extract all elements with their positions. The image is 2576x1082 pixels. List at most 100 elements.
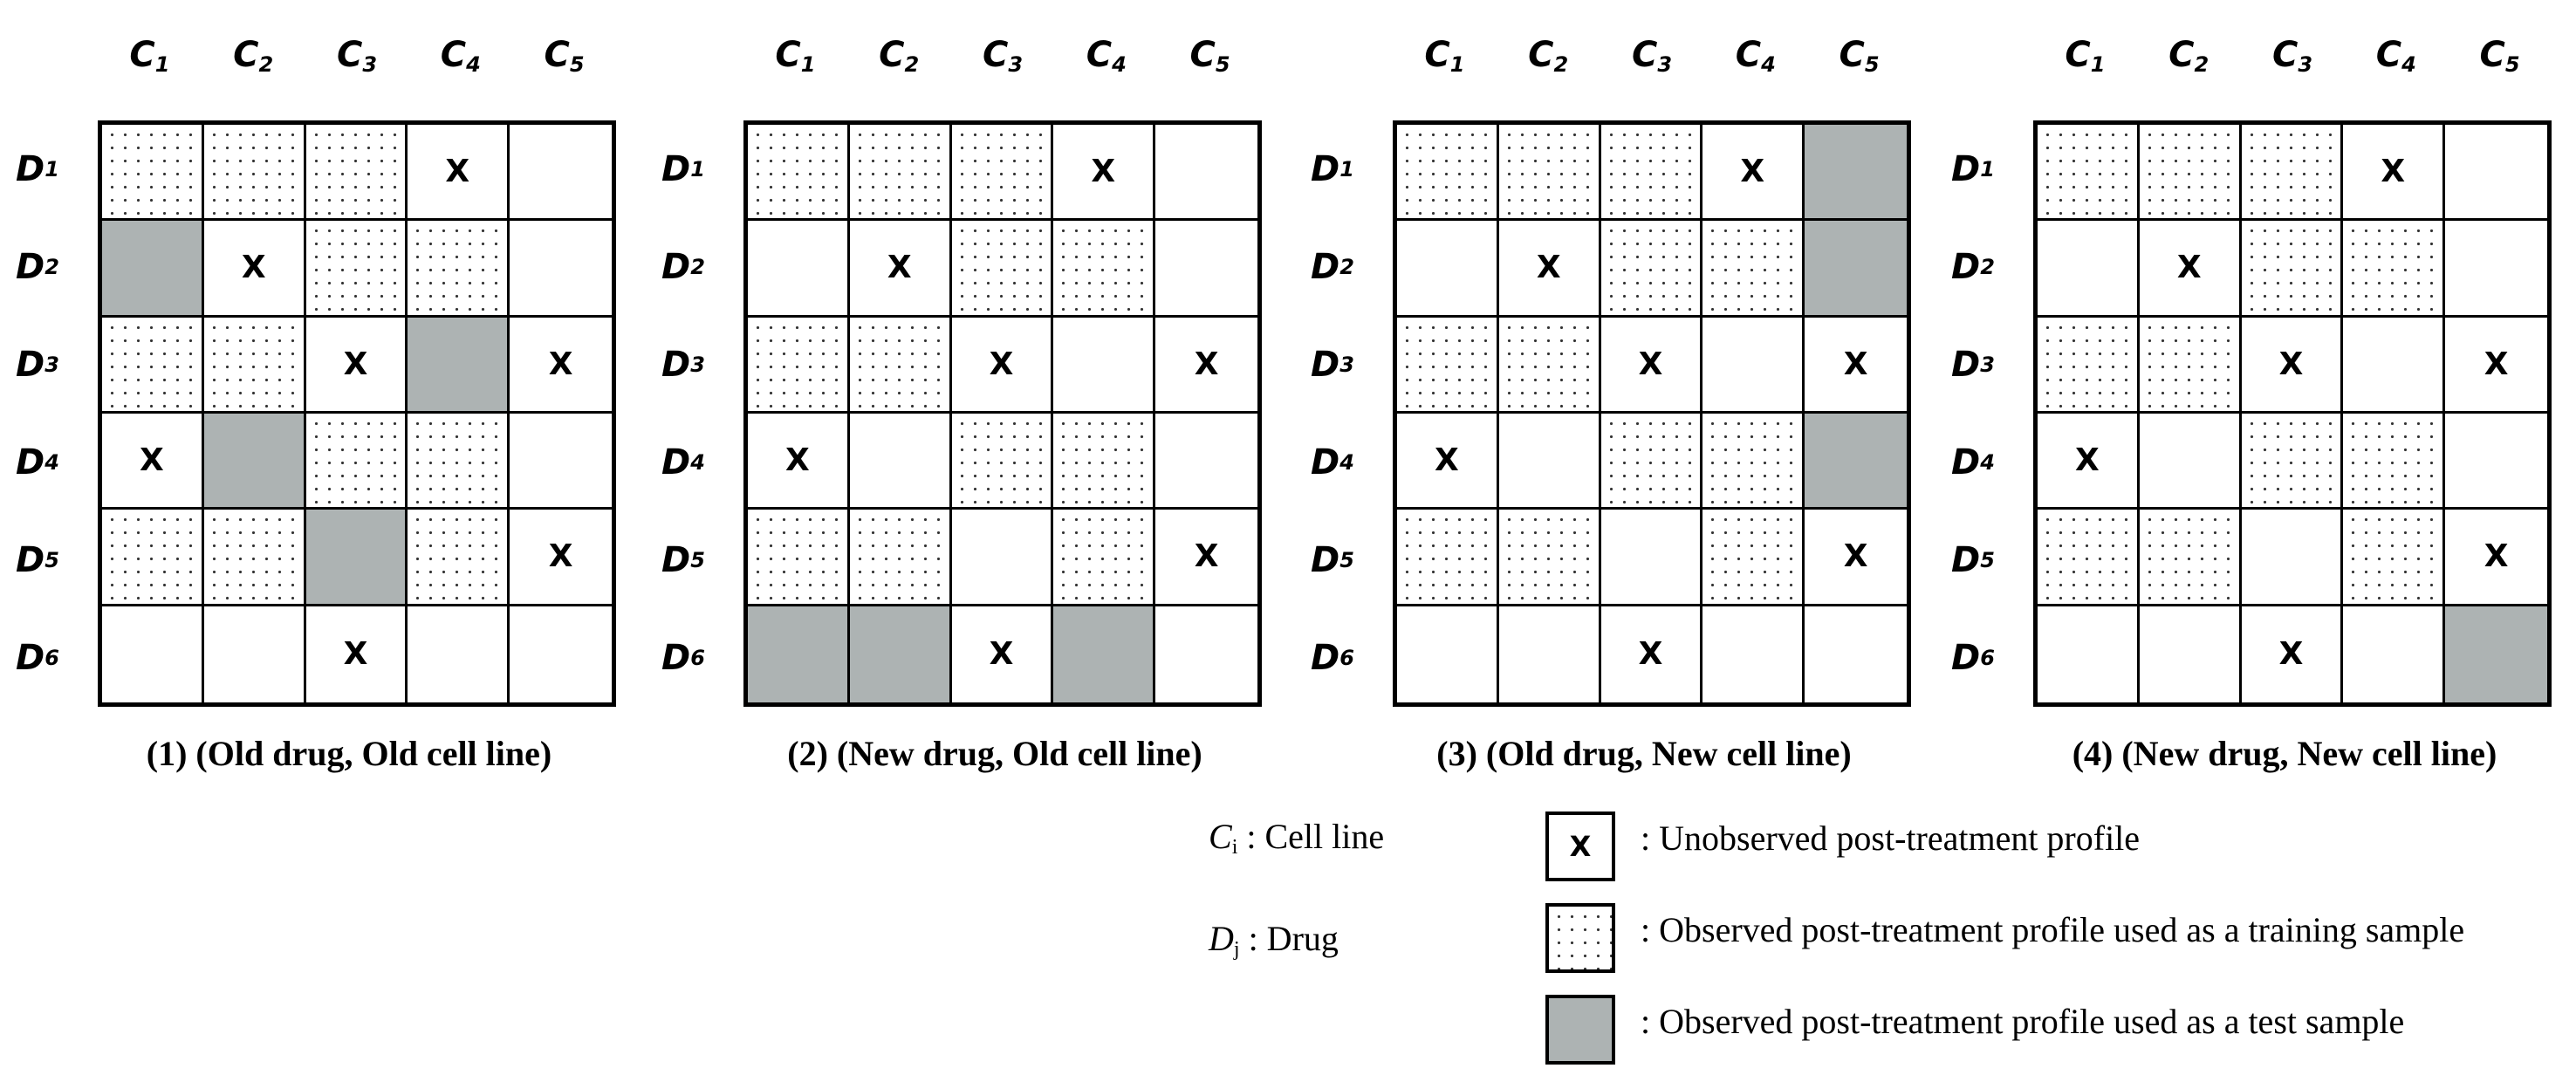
- cell-unobserved: X: [102, 414, 204, 510]
- cell-unobserved: X: [1702, 125, 1805, 222]
- col-header-sub: 4: [466, 52, 481, 77]
- cell-training: [1702, 510, 1805, 606]
- cell-empty: [2445, 221, 2547, 318]
- row-header-sub: 1: [1339, 157, 1354, 181]
- legend-cell-line-symbol: C: [1209, 817, 1232, 856]
- cell-training: [1702, 221, 1805, 318]
- cell-empty: [1053, 317, 1156, 414]
- col-header-5: C5: [2448, 35, 2552, 77]
- cell-empty: [102, 606, 204, 702]
- row-header-sub: 4: [45, 450, 59, 475]
- cell-empty: [1498, 414, 1601, 510]
- col-header-3: C3: [951, 35, 1055, 77]
- row-header-sub: 4: [690, 450, 705, 475]
- cell-unobserved: X: [203, 221, 306, 318]
- cell-training: [951, 221, 1054, 318]
- cell-empty: [1155, 414, 1257, 510]
- cell-empty: [1397, 606, 1499, 702]
- cell-empty: [2038, 606, 2140, 702]
- cell-training: [2241, 125, 2344, 222]
- cell-unobserved: X: [1053, 125, 1156, 222]
- col-header-2: C2: [1497, 35, 1600, 77]
- row-header-letter: D: [1311, 540, 1340, 580]
- row-header-letter: D: [1311, 442, 1340, 483]
- row-header-sub: 6: [1339, 646, 1354, 670]
- col-header-letter: C: [1189, 35, 1216, 75]
- legend-unobserved-text: : Unobserved post-treatment profile: [1641, 818, 2141, 858]
- cell-empty: [510, 414, 612, 510]
- cell-empty: [2343, 317, 2446, 414]
- cell-empty: [1702, 606, 1805, 702]
- row-header-letter: D: [1311, 638, 1340, 678]
- cell-training: [1053, 414, 1156, 510]
- row-header-sub: 5: [1980, 548, 1995, 572]
- cell-unobserved: X: [1600, 606, 1703, 702]
- col-header-sub: 5: [2504, 52, 2520, 77]
- cell-empty: [2139, 414, 2242, 510]
- col-header-letter: C: [2271, 35, 2299, 75]
- cell-training: [1498, 125, 1601, 222]
- row-header-sub: 3: [1339, 353, 1354, 377]
- col-header-sub: 5: [1215, 52, 1230, 77]
- cell-training: [2038, 317, 2140, 414]
- legend-drug-symbol: D: [1209, 919, 1234, 958]
- cell-test: [203, 414, 306, 510]
- col-header-sub: 3: [1657, 52, 1673, 77]
- col-header-4: C4: [1703, 35, 1807, 77]
- row-header-sub: 5: [1339, 548, 1354, 572]
- cell-training: [203, 510, 306, 606]
- col-header-sub: 3: [1008, 52, 1024, 77]
- cell-unobserved: X: [1155, 510, 1257, 606]
- col-header-sub: 2: [904, 52, 920, 77]
- cell-training: [305, 125, 408, 222]
- row-header-letter: D: [1311, 149, 1340, 189]
- row-header-letter: D: [661, 149, 691, 189]
- cell-unobserved: X: [1498, 221, 1601, 318]
- cell-training: [849, 125, 952, 222]
- legend-training-text: : Observed post-treatment profile used a…: [1641, 910, 2465, 949]
- row-header-letter: D: [1951, 442, 1981, 483]
- cell-unobserved: X: [951, 606, 1054, 702]
- row-header-letter: D: [16, 345, 45, 385]
- row-header-letter: D: [16, 540, 45, 580]
- col-header-letter: C: [2479, 35, 2505, 75]
- col-header-letter: C: [2375, 35, 2402, 75]
- cell-empty: [849, 414, 952, 510]
- legend-test-text: : Observed post-treatment profile used a…: [1641, 1002, 2405, 1041]
- panel-title: (1) (Old drug, Old cell line): [146, 734, 552, 773]
- cell-training: [2343, 221, 2446, 318]
- legend-cell-line-sub: i: [1231, 836, 1238, 859]
- row-header-letter: D: [16, 442, 45, 483]
- cell-training: [1600, 221, 1703, 318]
- cell-training: [1397, 125, 1499, 222]
- cell-training: [408, 510, 510, 606]
- row-header-letter: D: [1951, 638, 1981, 678]
- panel-title: (3) (Old drug, New cell line): [1436, 734, 1852, 773]
- col-header-sub: 4: [2401, 52, 2416, 77]
- col-header-4: C4: [1054, 35, 1158, 77]
- row-header-sub: 2: [45, 255, 59, 279]
- cell-training: [305, 414, 408, 510]
- col-header-sub: 5: [1864, 52, 1880, 77]
- col-header-4: C4: [408, 35, 512, 77]
- row-header-sub: 1: [1980, 157, 1995, 181]
- cell-empty: [1805, 606, 1907, 702]
- cell-training: [2241, 414, 2344, 510]
- row-header-sub: 4: [1980, 450, 1995, 475]
- col-header-letter: C: [1631, 35, 1658, 75]
- row-header-sub: 6: [1980, 646, 1995, 670]
- cell-unobserved: X: [305, 317, 408, 414]
